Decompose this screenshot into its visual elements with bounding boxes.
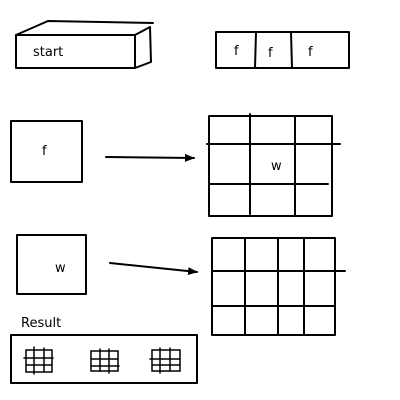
cell-label-1: f [234, 44, 239, 59]
result-box [10, 334, 198, 384]
cell-label-3: f [308, 45, 313, 60]
result-title: Result [21, 316, 61, 331]
step2-output-grid [211, 237, 346, 336]
step2-input-label: w [55, 261, 66, 276]
step2-arrow [109, 262, 198, 276]
cell-label-2: f [268, 46, 273, 61]
start-label: start [33, 45, 63, 60]
step1-input-box: f [10, 120, 83, 183]
step1-output-grid: w [206, 113, 341, 217]
grid-icon [90, 348, 120, 374]
start-box: start [15, 20, 154, 69]
grid-icon [23, 346, 54, 375]
step1-input-label: f [42, 144, 47, 159]
cells-box: f f f [215, 31, 350, 69]
grid-icon [149, 347, 181, 374]
step1-output-label: w [271, 159, 282, 174]
step1-arrow [105, 153, 195, 162]
step2-input-box: w [16, 234, 87, 295]
